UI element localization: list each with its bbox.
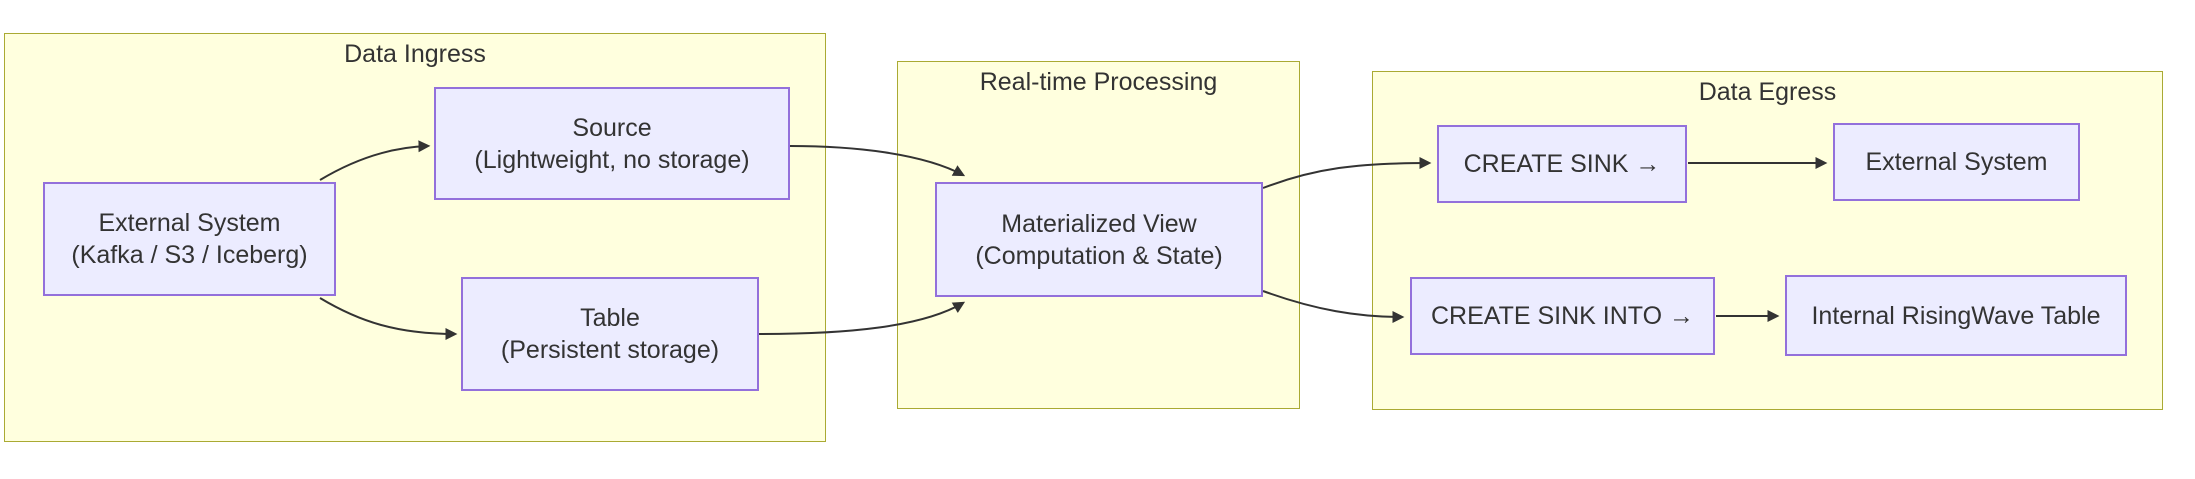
node-sublabel: (Kafka / S3 / Iceberg) [71,241,308,269]
node-label: External System [98,209,281,237]
node-create-sink-into: CREATE SINK INTO → [1410,277,1715,355]
node-label: CREATE SINK INTO → [1430,302,1694,330]
node-create-sink: CREATE SINK → [1437,125,1687,203]
cluster-data-egress-label: Data Egress [1698,78,1837,106]
node-sublabel: (Persistent storage) [500,336,720,364]
node-table: Table (Persistent storage) [461,277,759,391]
node-external-system-ingress: External System (Kafka / S3 / Iceberg) [43,182,336,296]
node-external-system-egress: External System [1833,123,2080,201]
node-sublabel: (Lightweight, no storage) [474,145,750,174]
node-label: Materialized View [1001,209,1197,238]
cluster-data-ingress-label: Data Ingress [344,40,486,68]
node-label: CREATE SINK → [1463,150,1661,178]
node-source: Source (Lightweight, no storage) [434,87,790,200]
node-label: External System [1865,148,2048,176]
cluster-data-egress: Data Egress [1372,71,2163,410]
node-sublabel: (Computation & State) [975,241,1223,270]
node-label: Table [580,304,640,332]
node-internal-risingwave-table: Internal RisingWave Table [1785,275,2127,356]
node-label: Source [572,113,652,142]
cluster-realtime-processing-label: Real-time Processing [979,68,1218,96]
node-label: Internal RisingWave Table [1811,301,2101,330]
node-materialized-view: Materialized View (Computation & State) [935,182,1263,297]
